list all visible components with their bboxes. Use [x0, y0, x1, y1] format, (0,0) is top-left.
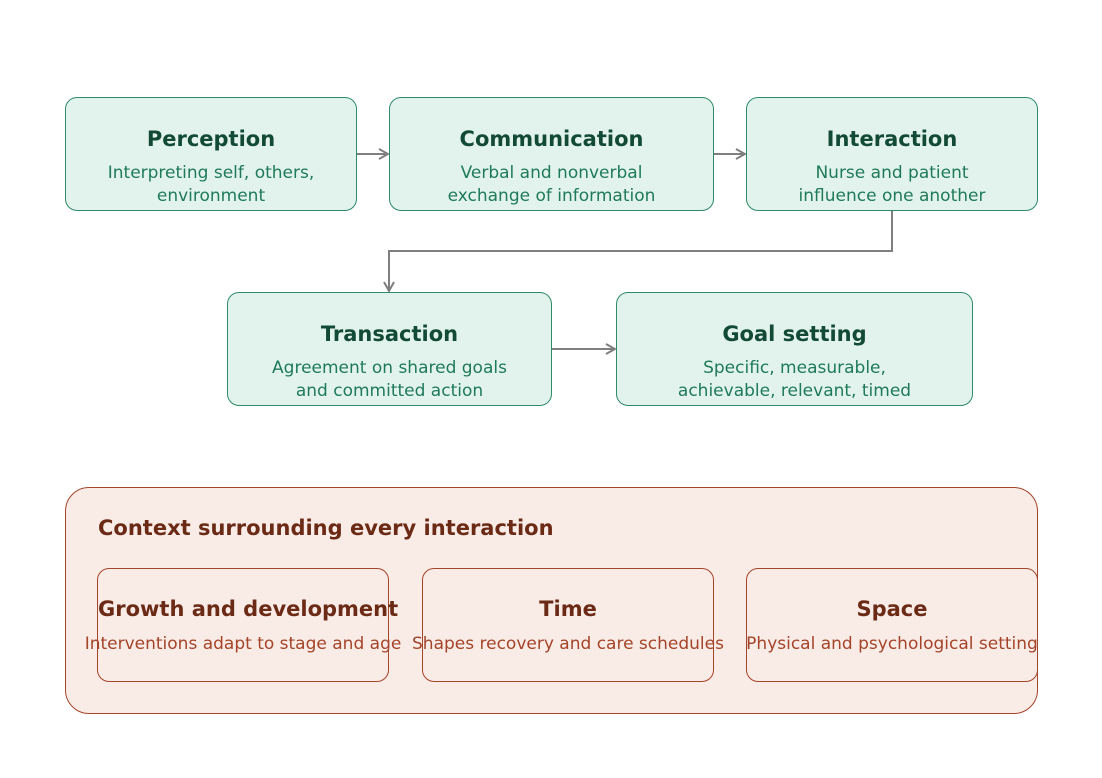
step-description-line: Nurse and patient	[815, 163, 969, 183]
factor-title: Growth and development	[98, 597, 399, 621]
step-title: Perception	[146, 127, 276, 151]
step-description: Interpreting self, others, environment	[66, 162, 356, 208]
factor-description: Shapes recovery and care schedules	[412, 634, 724, 654]
step-transaction: Transaction Agreement on shared goals an…	[227, 292, 552, 406]
arrow-interaction-to-transaction	[389, 211, 893, 291]
step-description-line: Interpreting self, others,	[107, 163, 315, 183]
step-perception: Perception Interpreting self, others, en…	[65, 97, 357, 211]
factor-title: Space	[856, 597, 928, 621]
step-title: Interaction	[826, 127, 958, 151]
step-description-line: and committed action	[295, 381, 484, 401]
step-description: Agreement on shared goals and committed …	[228, 357, 551, 403]
step-description-line: influence one another	[798, 186, 986, 206]
step-description-line: achievable, relevant, timed	[677, 381, 912, 401]
step-description: Nurse and patient influence one another	[747, 162, 1037, 208]
step-communication: Communication Verbal and nonverbal excha…	[389, 97, 714, 211]
factor-space: Space Physical and psychological setting	[746, 568, 1038, 682]
factor-time: Time Shapes recovery and care schedules	[412, 568, 724, 682]
step-goal-setting: Goal setting Specific, measurable, achie…	[616, 292, 973, 406]
step-description-line: environment	[156, 186, 266, 206]
step-interaction: Interaction Nurse and patient influence …	[746, 97, 1038, 211]
step-title: Goal setting	[722, 322, 867, 346]
context-title: Context surrounding every interaction	[98, 516, 554, 540]
factor-title: Time	[539, 597, 597, 621]
step-description-line: Verbal and nonverbal	[460, 163, 643, 183]
context-panel	[65, 487, 1038, 714]
step-description-line: Specific, measurable,	[703, 358, 886, 378]
step-description-line: exchange of information	[447, 186, 656, 206]
factor-description: Physical and psychological setting	[746, 634, 1038, 654]
step-title: Communication	[459, 127, 644, 151]
step-description: Specific, measurable, achievable, releva…	[617, 357, 972, 403]
step-title: Transaction	[320, 322, 459, 346]
factor-description: Interventions adapt to stage and age	[84, 634, 402, 654]
step-description-line: Agreement on shared goals	[272, 358, 507, 378]
step-description: Verbal and nonverbal exchange of informa…	[390, 162, 713, 208]
factor-growth-and-development: Growth and development Interventions ada…	[85, 568, 401, 682]
